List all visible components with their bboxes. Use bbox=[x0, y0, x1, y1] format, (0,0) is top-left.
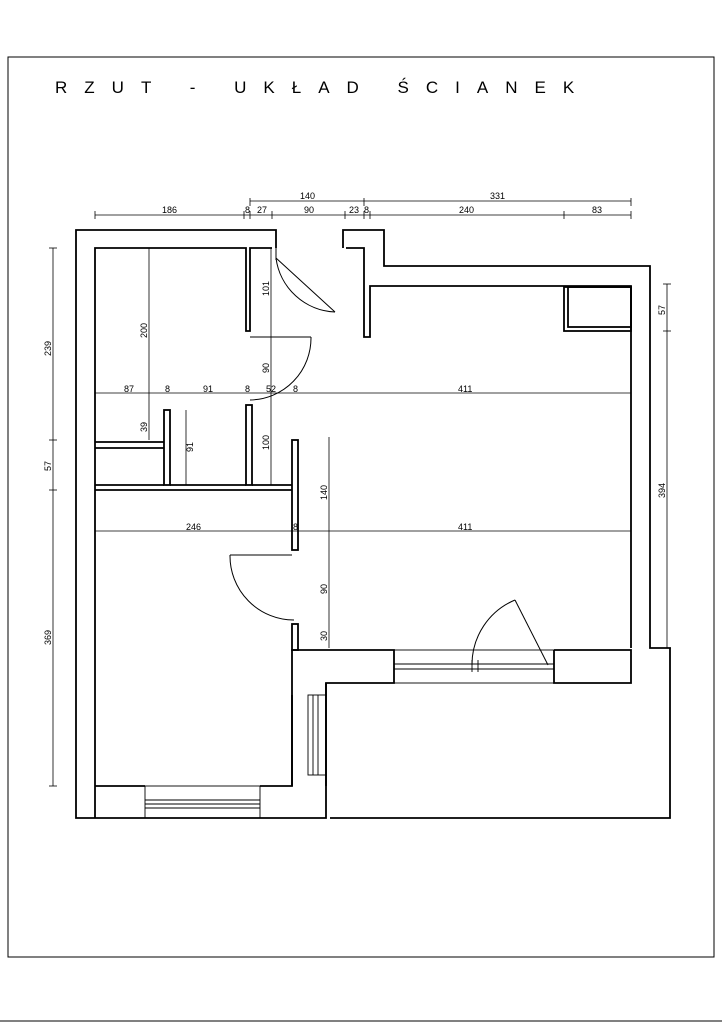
dim-row1-87: 87 bbox=[124, 384, 134, 394]
dim-right-57: 57 bbox=[657, 305, 667, 315]
outer-walls bbox=[75, 229, 671, 819]
dim-top-8a: 8 bbox=[245, 205, 250, 215]
balcony-door-window bbox=[393, 649, 555, 684]
dim-vert-91: 91 bbox=[185, 442, 195, 452]
dim-top-27: 27 bbox=[257, 205, 267, 215]
dim-top-83: 83 bbox=[592, 205, 602, 215]
dim-row2-246: 246 bbox=[186, 522, 201, 532]
left-dimension-lines bbox=[49, 247, 57, 787]
dim-row1-8a: 8 bbox=[165, 384, 170, 394]
sheet-frame bbox=[7, 56, 715, 958]
dim-row2-8: 8 bbox=[293, 522, 298, 532]
dim-row1-8c: 8 bbox=[293, 384, 298, 394]
dim-row1-52: 52 bbox=[266, 384, 276, 394]
dim-vert-90b: 90 bbox=[319, 584, 329, 594]
dim-row2-411: 411 bbox=[458, 522, 472, 532]
bathroom-door bbox=[249, 336, 312, 401]
interior-partitions bbox=[94, 286, 632, 818]
window-bottom bbox=[144, 785, 261, 819]
right-dimension-lines bbox=[663, 283, 671, 649]
dim-vert-140: 140 bbox=[319, 485, 329, 500]
dim-vert-30: 30 bbox=[319, 631, 329, 641]
dim-vert-100: 100 bbox=[261, 435, 271, 450]
dim-row1-411: 411 bbox=[458, 384, 472, 394]
dim-vert-200: 200 bbox=[139, 323, 149, 338]
dim-top-331: 331 bbox=[490, 191, 505, 201]
dim-top-8b: 8 bbox=[364, 205, 369, 215]
dim-left-369: 369 bbox=[43, 630, 53, 645]
dim-top-186: 186 bbox=[162, 205, 177, 215]
dim-top-23: 23 bbox=[349, 205, 359, 215]
dim-vert-90a: 90 bbox=[261, 363, 271, 373]
dim-top-90: 90 bbox=[304, 205, 314, 215]
interior-dimension-lines bbox=[95, 248, 631, 648]
dim-left-57: 57 bbox=[43, 461, 53, 471]
plan-title: RZUT - UKŁAD ŚCIANEK bbox=[55, 78, 591, 97]
dim-top-140: 140 bbox=[300, 191, 315, 201]
dim-row1-91: 91 bbox=[203, 384, 213, 394]
dim-vert-39: 39 bbox=[139, 422, 149, 432]
top-dimension-lines bbox=[94, 198, 632, 219]
dim-left-239: 239 bbox=[43, 341, 53, 356]
entrance-door bbox=[275, 248, 336, 313]
dim-right-394: 394 bbox=[657, 483, 667, 498]
dim-top-240: 240 bbox=[459, 205, 474, 215]
window-right-side bbox=[307, 694, 327, 776]
balcony-door bbox=[471, 599, 549, 666]
dim-vert-101: 101 bbox=[261, 281, 271, 296]
bedroom-door bbox=[229, 554, 295, 621]
dim-row1-8b: 8 bbox=[245, 384, 250, 394]
